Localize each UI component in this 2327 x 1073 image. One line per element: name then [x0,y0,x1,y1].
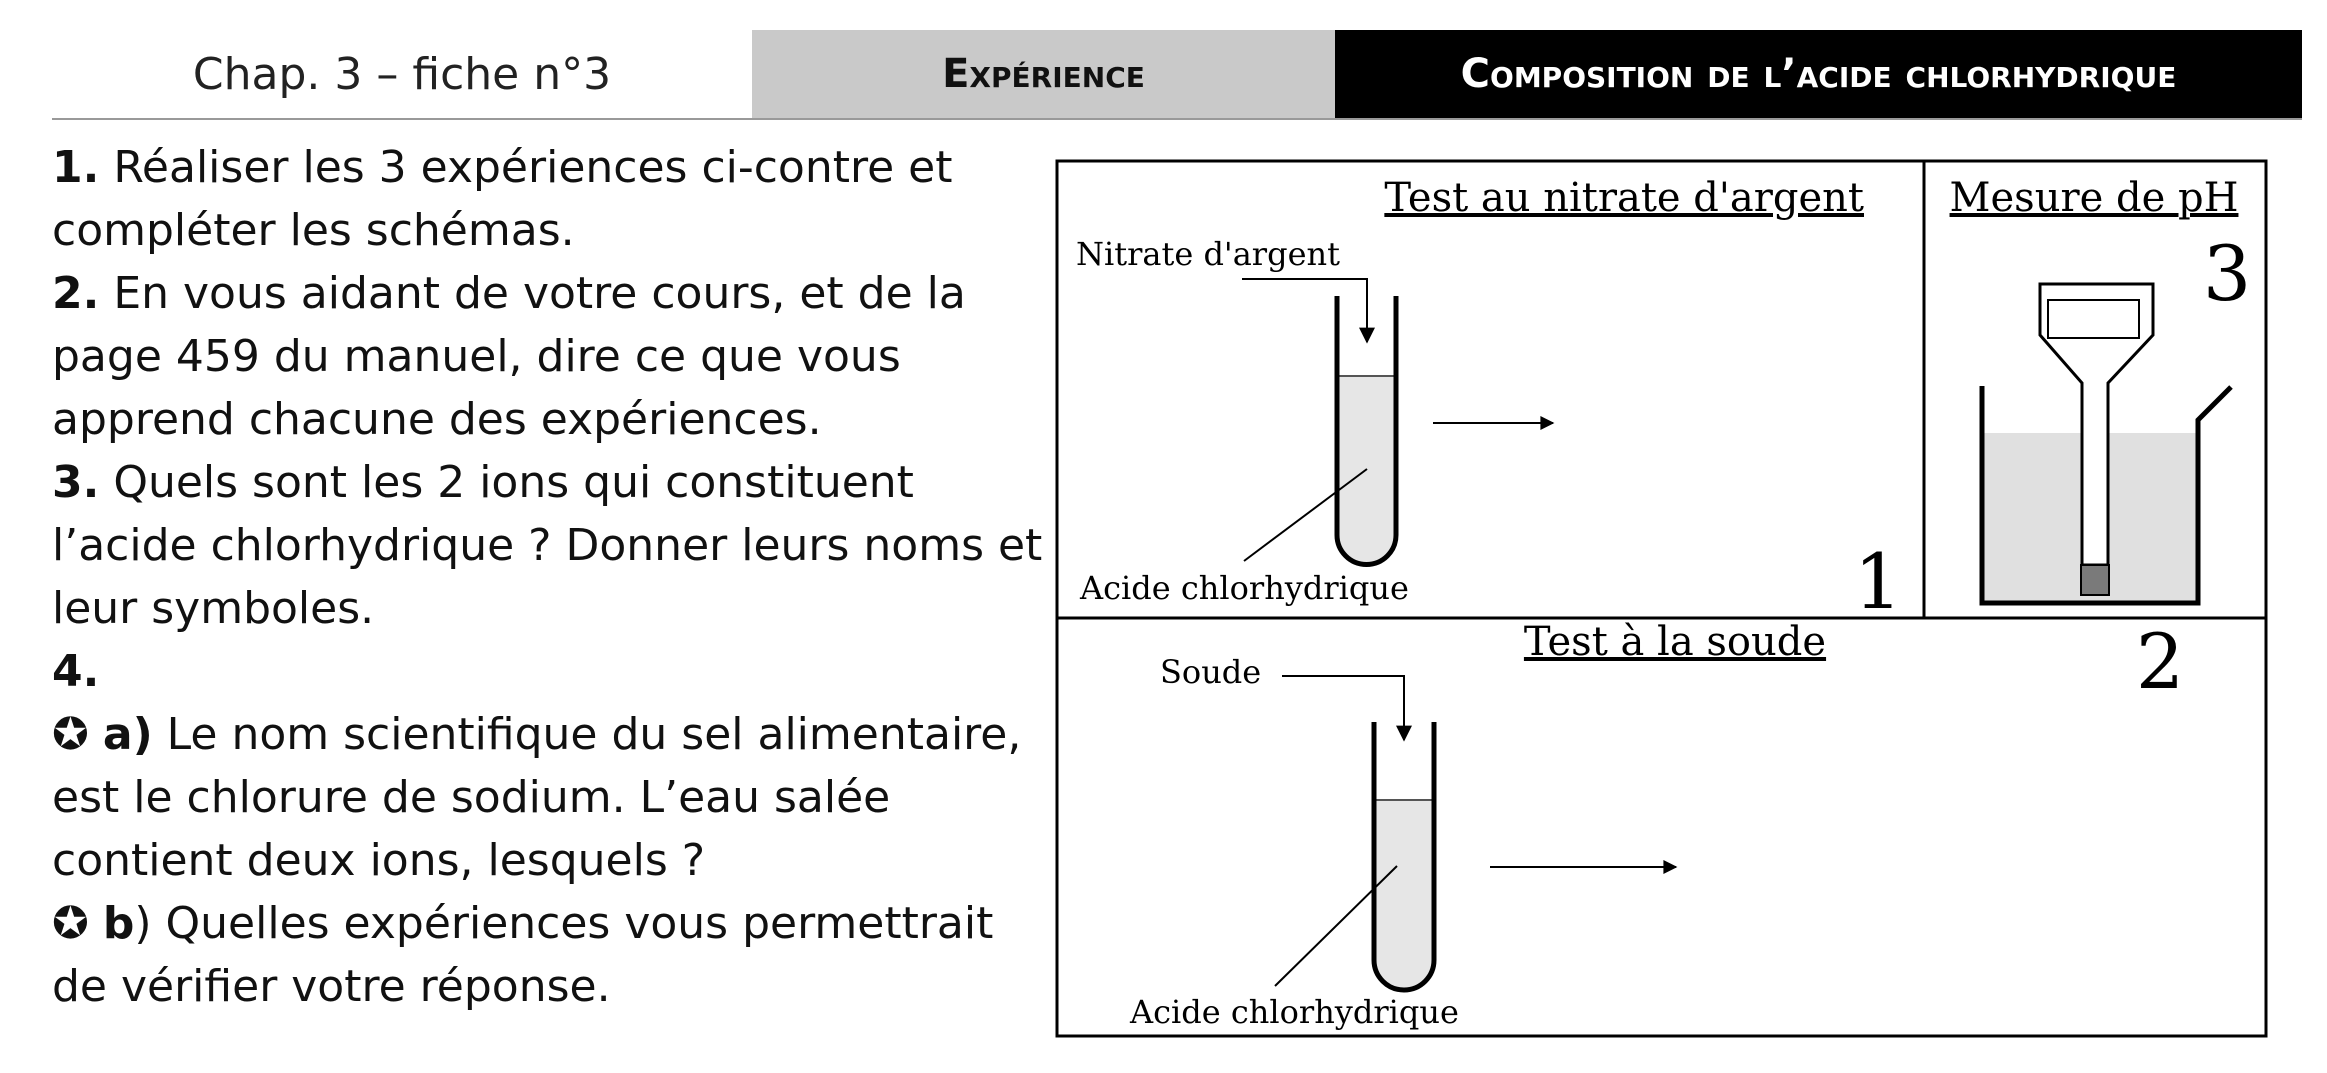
reagent-label: Soude [1160,653,1261,691]
question-text: Réaliser les 3 expériences ci-contre et … [52,142,953,256]
section-label: Expérience [752,30,1335,118]
panel-ph-measurement: Mesure de pH 3 [1950,175,2251,606]
question-text: ) Quelles expériences vous permettrait d… [52,898,994,1012]
question-text: En vous aidant de votre cours, et de la … [52,268,966,445]
question-number: 3. [52,457,100,508]
question-3: 3. Quels sont les 2 ions qui constituent… [52,451,1052,640]
question-number: 2. [52,268,100,319]
question-4: 4. [52,640,1052,703]
question-4a: ✪ a) Le nom scientifique du sel alimenta… [52,703,1052,892]
liquid-label: Acide chlorhydrique [1079,569,1409,607]
panel-title: Mesure de pH [1950,175,2239,221]
panel-title: Test au nitrate d'argent [1384,175,1864,221]
sub-question-label: b [102,898,135,949]
star-icon: ✪ [52,709,89,760]
question-text: Quels sont les 2 ions qui constituent l’… [52,457,1043,634]
liquid-label: Acide chlorhydrique [1129,993,1459,1031]
reagent-arrow [1282,675,1412,742]
beaker [1979,385,2233,606]
reagent-label: Nitrate d'argent [1076,235,1340,273]
reagent-arrow [1242,278,1375,344]
topic-title: Composition de l’acide chlorhydrique [1335,30,2302,118]
question-1: 1. Réaliser les 3 expériences ci-contre … [52,136,1052,262]
panel-number: 1 [1854,537,1902,626]
question-number: 4. [52,646,100,697]
panel-silver-nitrate-test: Test au nitrate d'argent Nitrate d'argen… [1076,175,1902,626]
test-tube [1371,722,1437,993]
instructions: 1. Réaliser les 3 expériences ci-contre … [52,136,1052,1018]
question-number: 1. [52,142,100,193]
chapter-label: Chap. 3 – fiche n°3 [192,48,612,100]
panel-number: 2 [2136,617,2184,706]
liquid-pointer [1274,865,1398,987]
header-rule [52,118,2302,120]
panel-title: Test à la soude [1524,619,1826,665]
question-2: 2. En vous aidant de votre cours, et de … [52,262,1052,451]
question-text: Le nom scientifique du sel alimentaire, … [52,709,1022,886]
star-icon: ✪ [52,898,89,949]
liquid-pointer [1243,468,1368,562]
ph-probe-tip [2080,564,2110,596]
panel-soda-test: Test à la soude 2 Soude Acide chlorhydri… [1129,617,2184,1031]
test-tube [1334,296,1399,567]
sub-question-label: a) [102,709,153,760]
question-4b: ✪ b) Quelles expériences vous permettrai… [52,892,1052,1018]
ph-display [2047,299,2140,339]
panel-number: 3 [2203,229,2251,318]
liquid-fill [1374,800,1434,990]
figure-frame [1055,159,2268,1038]
